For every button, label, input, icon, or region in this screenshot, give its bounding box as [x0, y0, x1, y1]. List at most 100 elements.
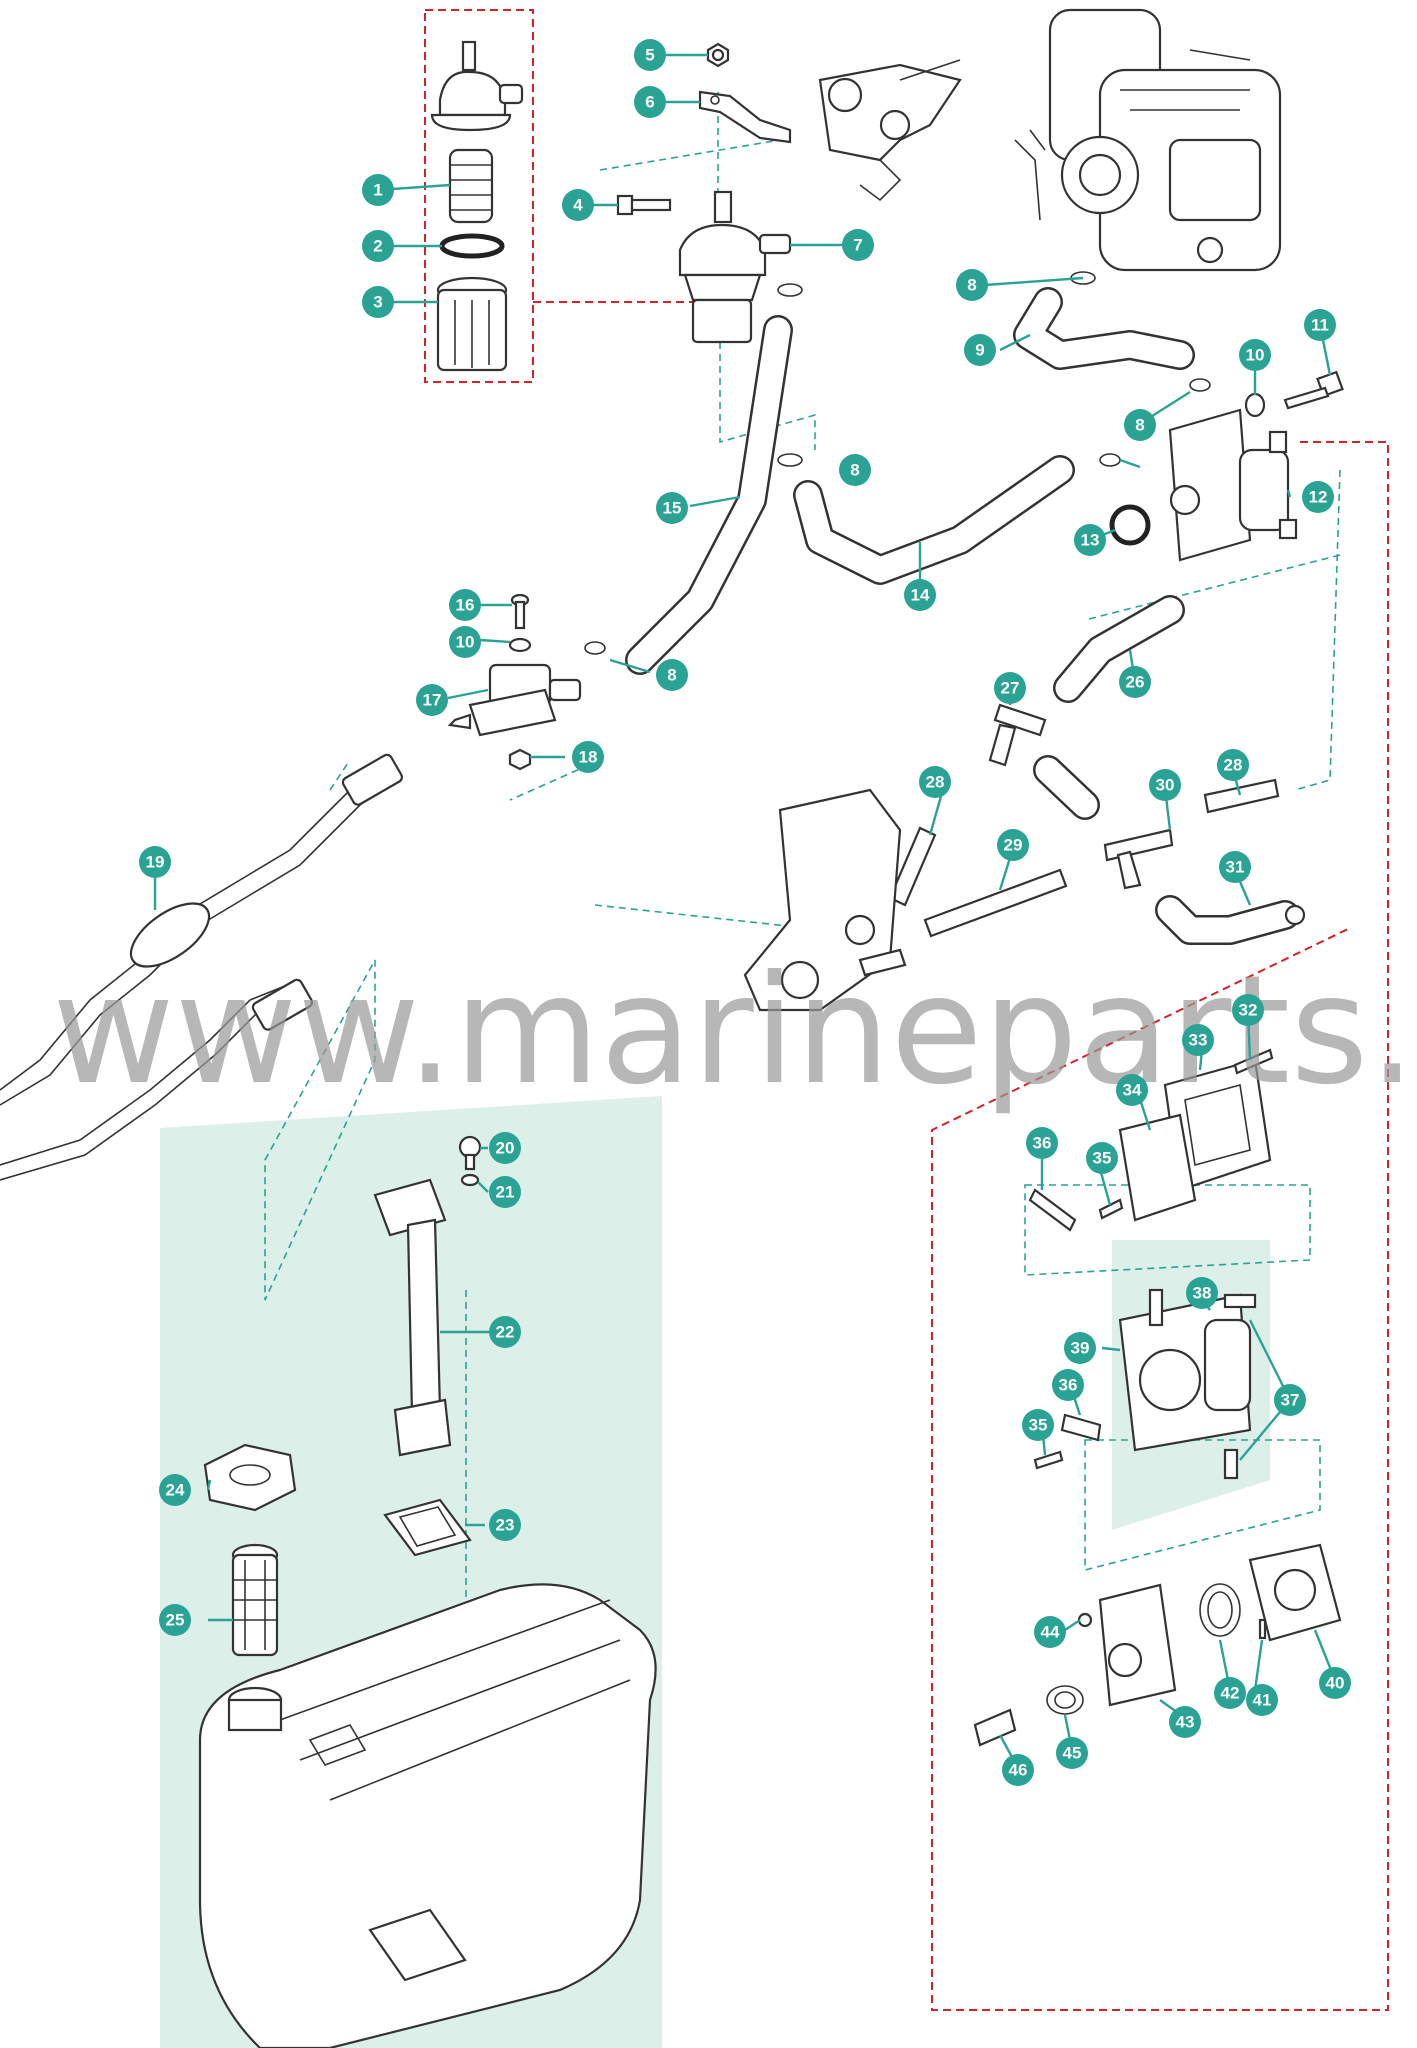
callout-25: 25	[159, 1604, 191, 1636]
svg-text:36: 36	[1033, 1134, 1052, 1153]
part-1-filter-element	[448, 148, 494, 224]
callout-21: 21	[489, 1176, 521, 1208]
hose-end-fitting	[1284, 904, 1306, 926]
svg-text:15: 15	[663, 499, 682, 518]
part-34-gasket	[1118, 1113, 1197, 1222]
callout-46: 46	[1002, 1754, 1034, 1786]
svg-text:43: 43	[1176, 1713, 1195, 1732]
svg-text:7: 7	[853, 236, 862, 255]
svg-text:26: 26	[1126, 673, 1145, 692]
part-19-fuel-line	[0, 753, 404, 1181]
part-45-spring	[1046, 1685, 1084, 1715]
svg-text:22: 22	[496, 1323, 515, 1342]
svg-text:19: 19	[146, 853, 165, 872]
part-41-pin	[1258, 1618, 1267, 1640]
svg-text:25: 25	[166, 1611, 185, 1630]
svg-text:34: 34	[1123, 1081, 1142, 1100]
svg-text:16: 16	[456, 596, 475, 615]
part-22-fuel-gauge	[373, 1178, 452, 1457]
callout-7: 7	[842, 229, 874, 261]
part-18-nut	[508, 748, 532, 771]
svg-text:38: 38	[1193, 1284, 1212, 1303]
part-35-screw-lower	[1033, 1450, 1064, 1470]
svg-text:37: 37	[1281, 1391, 1300, 1410]
svg-text:40: 40	[1326, 1674, 1345, 1693]
svg-text:8: 8	[1135, 416, 1144, 435]
svg-text:44: 44	[1041, 1623, 1060, 1642]
part-3-filter-bowl	[436, 276, 508, 372]
part-4-bolt	[616, 194, 672, 216]
callout-35-upper: 35	[1086, 1142, 1118, 1174]
svg-text:33: 33	[1189, 1031, 1208, 1050]
fuel-filter-group-outline	[424, 9, 534, 383]
callout-36-upper: 36	[1026, 1127, 1058, 1159]
callout-40: 40	[1319, 1667, 1351, 1699]
svg-text:12: 12	[1309, 488, 1328, 507]
svg-text:4: 4	[573, 196, 583, 215]
part-21-washer	[460, 1173, 480, 1187]
callout-19: 19	[139, 846, 171, 878]
svg-text:18: 18	[579, 748, 598, 767]
callout-34: 34	[1116, 1074, 1148, 1106]
callout-16: 16	[449, 589, 481, 621]
svg-text:27: 27	[1001, 679, 1020, 698]
svg-text:28: 28	[1224, 756, 1243, 775]
svg-text:6: 6	[645, 93, 654, 112]
svg-text:46: 46	[1009, 1761, 1028, 1780]
callout-8-pump: 8	[1124, 409, 1156, 441]
svg-text:2: 2	[373, 237, 382, 256]
callout-15: 15	[656, 492, 688, 524]
filter-cap-illustration	[430, 40, 524, 132]
callout-13: 13	[1074, 524, 1106, 556]
callout-38: 38	[1186, 1277, 1218, 1309]
part-38-pump-body	[1118, 1288, 1257, 1480]
svg-text:10: 10	[1246, 346, 1265, 365]
svg-text:8: 8	[967, 276, 976, 295]
part-32-screw	[1233, 1048, 1274, 1075]
part-17-fuel-connector	[447, 663, 582, 737]
carburettor-illustration	[1014, 8, 1282, 272]
callout-24: 24	[159, 1474, 191, 1506]
callout-10-top: 10	[1239, 339, 1271, 371]
svg-text:30: 30	[1156, 776, 1175, 795]
callout-10-lower: 10	[449, 626, 481, 658]
callout-18: 18	[572, 741, 604, 773]
svg-text:1: 1	[373, 181, 382, 200]
part-13-o-ring	[1109, 504, 1151, 546]
callout-8-top: 8	[956, 269, 988, 301]
callout-45: 45	[1056, 1737, 1088, 1769]
svg-text:3: 3	[373, 293, 382, 312]
part-30-t-fitting	[1103, 828, 1174, 890]
part-23-gasket	[383, 1498, 472, 1557]
pump-mounting-bracket	[743, 788, 907, 1012]
part-16-screw	[510, 593, 530, 630]
svg-text:24: 24	[166, 1481, 185, 1500]
part-44-nut	[1077, 1612, 1093, 1628]
callout-28-left: 28	[919, 766, 951, 798]
part-10-washer-lower	[508, 637, 532, 653]
part-10-washer	[1244, 392, 1266, 418]
svg-text:31: 31	[1226, 858, 1245, 877]
callout-36-lower: 36	[1052, 1369, 1084, 1401]
callout-4: 4	[562, 189, 594, 221]
svg-text:35: 35	[1093, 1149, 1112, 1168]
part-11-bolt	[1283, 370, 1344, 410]
callout-23: 23	[489, 1509, 521, 1541]
svg-text:10: 10	[456, 633, 475, 652]
callout-17: 17	[416, 684, 448, 716]
callout-26: 26	[1119, 666, 1151, 698]
svg-text:14: 14	[911, 586, 930, 605]
part-27-t-fitting	[988, 703, 1047, 767]
callout-1: 1	[362, 174, 394, 206]
svg-text:39: 39	[1071, 1339, 1090, 1358]
svg-text:41: 41	[1253, 1691, 1272, 1710]
svg-text:23: 23	[496, 1516, 515, 1535]
part-36-check-valve-lower	[1060, 1413, 1102, 1442]
callout-31: 31	[1219, 851, 1251, 883]
part-35-screw	[1098, 1198, 1124, 1220]
hoses	[625, 287, 1300, 945]
part-43-pump-base	[1098, 1583, 1177, 1707]
callout-20: 20	[489, 1132, 521, 1164]
callout-5: 5	[634, 39, 666, 71]
